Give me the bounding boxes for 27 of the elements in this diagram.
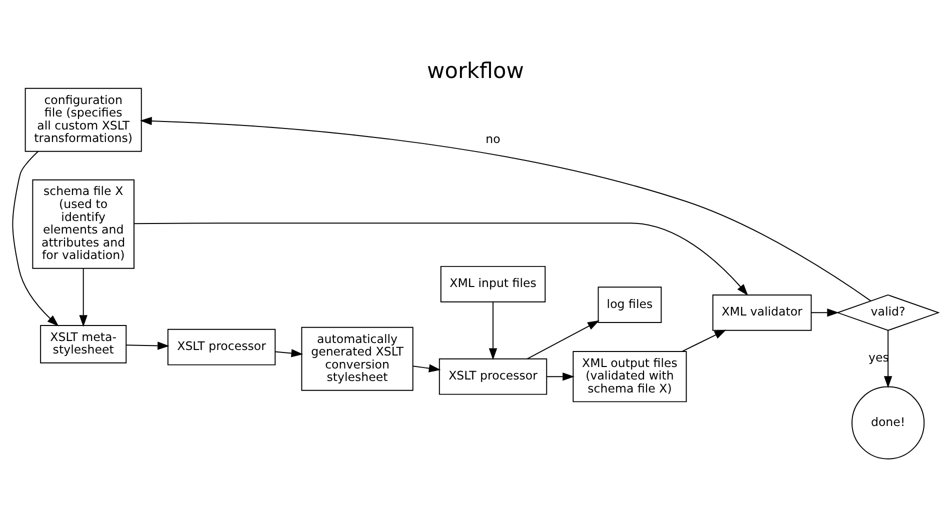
arrow bbox=[488, 300, 498, 360]
diagram-title: workflow bbox=[427, 58, 524, 84]
arrow bbox=[412, 364, 441, 372]
node-box: configuration file (specifies all custom XSLT transformations) bbox=[24, 87, 142, 152]
node-box: XML input files bbox=[440, 265, 546, 302]
arrow bbox=[79, 267, 88, 326]
node-box: automatically generated XSLT conversion stylesheet bbox=[301, 326, 414, 390]
node-box: log files bbox=[598, 286, 662, 322]
node-circle: done! bbox=[852, 386, 925, 459]
edge-label: no bbox=[486, 132, 500, 146]
arrow bbox=[12, 150, 59, 326]
node-box: schema file X (used to identify elements and attributes and for validation) bbox=[32, 178, 134, 268]
arrow bbox=[884, 329, 892, 388]
arrow bbox=[140, 116, 872, 301]
node-box: XML output files (validated with schema file X) bbox=[572, 350, 687, 402]
arrow bbox=[546, 372, 574, 380]
arrow bbox=[274, 348, 304, 357]
arrow bbox=[810, 308, 839, 316]
arrow bbox=[681, 329, 726, 352]
node-box: XSLT processor bbox=[438, 358, 548, 394]
arrow bbox=[134, 222, 748, 296]
node-box: XML validator bbox=[712, 294, 812, 330]
node-box: XSLT processor bbox=[167, 328, 276, 365]
node-diamond: valid? bbox=[836, 294, 940, 330]
arrow bbox=[526, 320, 600, 359]
node-box: XSLT meta-stylesheet bbox=[40, 324, 127, 363]
arrow bbox=[126, 341, 170, 350]
